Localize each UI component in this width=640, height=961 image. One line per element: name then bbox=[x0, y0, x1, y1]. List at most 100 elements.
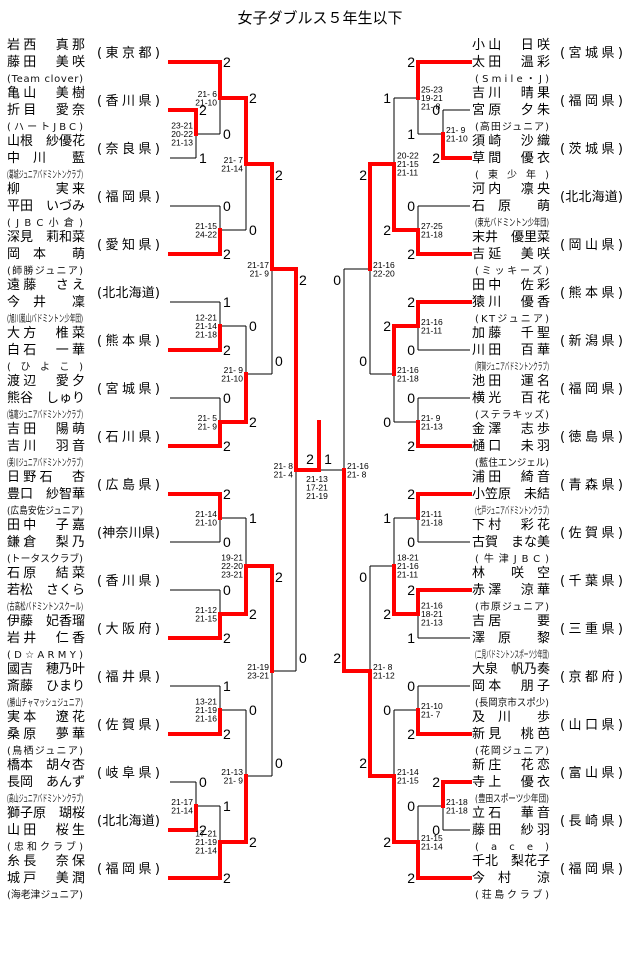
games-won-label: 2 bbox=[432, 150, 440, 166]
games-won-label: 2 bbox=[407, 582, 415, 598]
player-name: 浦田 綺音 bbox=[472, 470, 554, 485]
player-name: 獅子原 瑚桜 bbox=[7, 806, 85, 821]
games-won-label: 0 bbox=[275, 755, 283, 771]
team-entry: 千北 梨花子今 村 涼(荘島クラブ) bbox=[472, 853, 554, 904]
match-score: 21-13 bbox=[421, 618, 443, 628]
player-name: 山根 紗優花 bbox=[7, 134, 85, 149]
games-won-label: 2 bbox=[383, 606, 391, 622]
match-score: 21-13 bbox=[221, 767, 243, 777]
player-name: 川田 百華 bbox=[472, 343, 554, 358]
club-name: (D☆ARMY) bbox=[7, 650, 87, 661]
games-won-label: 2 bbox=[407, 54, 415, 70]
match-score: 21-15 bbox=[397, 159, 419, 169]
match-score: 18-21 bbox=[421, 609, 443, 619]
club-name: (古高松バドミントンスクール) bbox=[7, 602, 83, 613]
match-score: 21-12 bbox=[195, 605, 217, 615]
match-score: 17-21 bbox=[195, 829, 217, 839]
prefecture-label: (大阪府) bbox=[97, 622, 164, 637]
match-score: 21-16 bbox=[373, 260, 395, 270]
match-score: 21- 9 bbox=[224, 775, 244, 785]
match-score: 21-18 bbox=[397, 373, 419, 383]
player-name: 古賀 まな美 bbox=[472, 535, 550, 550]
match-score: 21-18 bbox=[195, 330, 217, 340]
games-won-label: 0 bbox=[383, 702, 391, 718]
match-score: 23-21 bbox=[171, 121, 193, 131]
match-score: 13-21 bbox=[195, 697, 217, 707]
games-won-label: 1 bbox=[249, 510, 257, 526]
club-name: (忠和クラブ) bbox=[7, 842, 87, 853]
match-score: 21-13 bbox=[421, 421, 443, 431]
games-won-label: 2 bbox=[223, 438, 231, 454]
player-name: 熊谷 しゅり bbox=[7, 391, 85, 406]
games-won-label: 2 bbox=[359, 755, 367, 771]
games-won-label: 2 bbox=[199, 102, 207, 118]
player-name: 斎藤 ひまり bbox=[7, 679, 85, 694]
match-score: 21- 9 bbox=[250, 268, 270, 278]
match-score: 21- 8 bbox=[347, 469, 367, 479]
player-name: 新見 桃芭 bbox=[472, 727, 554, 742]
club-name: (海老津ジュニア) bbox=[7, 890, 83, 901]
player-name: 池田 運名 bbox=[472, 374, 554, 389]
prefecture-label: (千葉県) bbox=[560, 574, 627, 589]
prefecture-label: (福岡県) bbox=[560, 382, 627, 397]
match-score: 21-18 bbox=[421, 229, 443, 239]
player-name: 樋口 未羽 bbox=[472, 439, 554, 454]
team-entry: 池田 運名横光 百花(ステラキッズ) bbox=[472, 373, 554, 424]
team-entry: 橋本 胡々杏長岡 あんず(高山ジュニアバドミントンクラブ) bbox=[7, 757, 89, 808]
match-score: 21-11 bbox=[421, 509, 442, 519]
team-entry: 柳 実来平田 いづみ(JBC小倉) bbox=[7, 181, 89, 232]
player-name: 今 井 凜 bbox=[7, 295, 85, 310]
team-entry: 國吉 穂乃叶斎藤 ひまり(勝山チャマッシュジュニア) bbox=[7, 661, 89, 712]
prefecture-label: (佐賀県) bbox=[97, 718, 164, 733]
club-name: (ミッキーズ) bbox=[475, 266, 552, 277]
player-name: 國吉 穂乃叶 bbox=[7, 662, 85, 677]
player-name: 白石 一華 bbox=[7, 343, 89, 358]
match-score: 20-22 bbox=[171, 129, 193, 139]
final-games-right: 1 bbox=[324, 451, 332, 467]
match-score: 21-16 bbox=[421, 601, 443, 611]
player-name: 立石 華音 bbox=[472, 806, 554, 821]
club-name: (豊田スポーツ少年団) bbox=[475, 794, 549, 805]
games-won-label: 2 bbox=[407, 486, 415, 502]
match-score: 25-23 bbox=[421, 85, 443, 95]
games-won-label: 0 bbox=[199, 774, 207, 790]
games-won-label: 2 bbox=[223, 54, 231, 70]
team-entry: 岩西 真那藤田 美咲(Team clover) bbox=[7, 37, 89, 88]
team-entry: 浦田 綺音小笠原 未結(七戸ジュニアバドミントンクラブ) bbox=[472, 469, 554, 520]
player-name: 鎌倉 梨乃 bbox=[7, 535, 89, 550]
games-won-label: 0 bbox=[359, 353, 367, 369]
match-score: 21-10 bbox=[195, 517, 217, 527]
club-name: (阿賀ジュニアバドミントンクラブ) bbox=[475, 362, 549, 373]
winner-paths bbox=[168, 60, 472, 880]
games-won-label: 0 bbox=[383, 414, 391, 430]
club-name: (荘島クラブ) bbox=[475, 890, 552, 901]
player-name: 寺上 優衣 bbox=[472, 775, 554, 790]
player-name: 岡本 朋子 bbox=[472, 679, 554, 694]
club-name: (広島安佐ジュニア) bbox=[7, 506, 83, 517]
games-won-label: 2 bbox=[407, 870, 415, 886]
player-name: 糸長 奈保 bbox=[7, 854, 89, 869]
match-score: 21-14 bbox=[397, 767, 419, 777]
games-won-label: 0 bbox=[275, 353, 283, 369]
club-name: (高田ジュニア) bbox=[475, 122, 550, 133]
games-won-label: 0 bbox=[407, 534, 415, 550]
games-won-label: 1 bbox=[223, 678, 231, 694]
prefecture-label: (熊本県) bbox=[560, 286, 627, 301]
club-name: (師勝ジュニア) bbox=[7, 266, 85, 277]
team-entry: 及 川 歩新見 桃芭(花岡ジュニア) bbox=[472, 709, 554, 760]
club-name: (葛城ジュニアバドミントンクラブ) bbox=[7, 170, 83, 181]
games-won-label: 2 bbox=[333, 650, 341, 666]
club-name: (鳥栖ジュニア) bbox=[7, 746, 85, 757]
player-name: 草間 優衣 bbox=[472, 151, 554, 166]
match-score: 21-11 bbox=[397, 570, 418, 580]
player-name: 石 原 萌 bbox=[472, 199, 550, 214]
prefecture-label: (東京都) bbox=[97, 46, 164, 61]
prefecture-label: (愛知県) bbox=[97, 238, 164, 253]
prefecture-label: (山口県) bbox=[560, 718, 627, 733]
games-won-label: 0 bbox=[407, 678, 415, 694]
games-won-label: 2 bbox=[223, 630, 231, 646]
player-name: 柳 実来 bbox=[7, 182, 89, 197]
match-score: 21-15 bbox=[195, 613, 217, 623]
games-won-label: 2 bbox=[249, 606, 257, 622]
